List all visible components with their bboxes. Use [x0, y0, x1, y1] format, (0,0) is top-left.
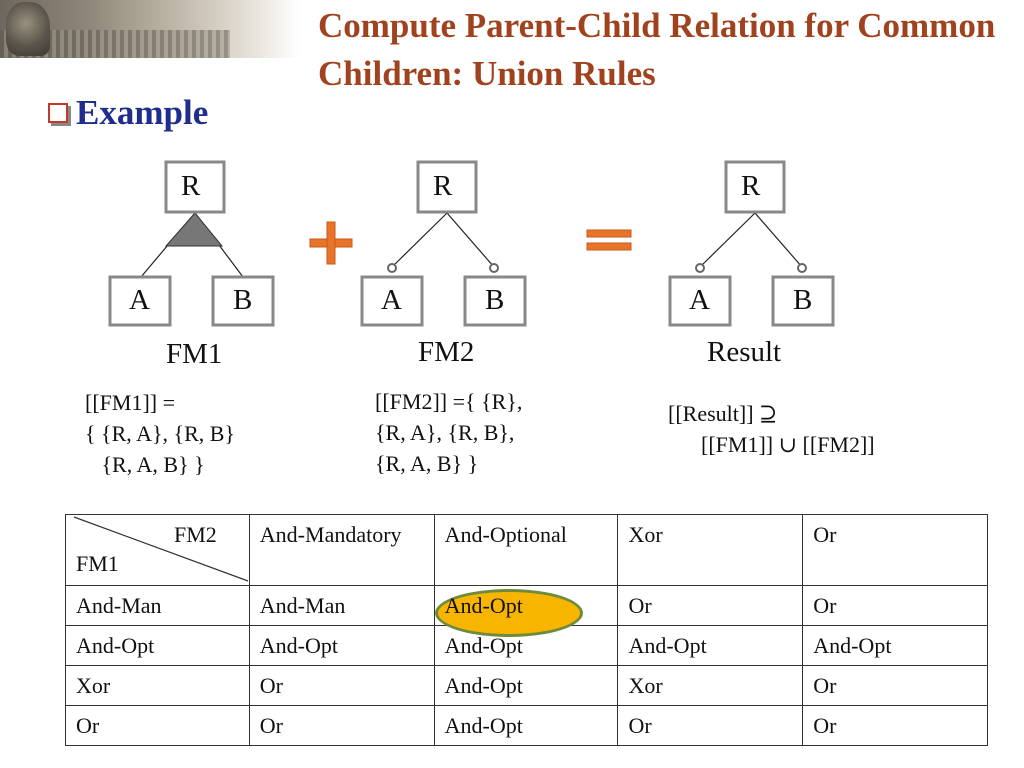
tree-caption: FM2	[418, 336, 475, 368]
node-fm1-root	[164, 160, 226, 214]
union-rules-table: FM2 FM1 And-Mandatory And-Optional Xor O…	[65, 514, 988, 746]
tree-result	[668, 160, 835, 327]
bullet-example: Example	[48, 93, 208, 133]
table-cell: Or	[248, 705, 435, 746]
optional-marker-icon	[695, 263, 705, 273]
corner-row-label: FM1	[76, 551, 119, 576]
header-banner-image	[0, 0, 300, 58]
node-label: R	[181, 170, 201, 202]
bullet-text: Example	[76, 93, 209, 132]
edge-fm2-right	[446, 212, 495, 268]
node-label: A	[689, 284, 710, 316]
optional-marker-icon	[387, 263, 397, 273]
table-cell: Or	[802, 585, 988, 626]
table-cell: And-Opt	[248, 625, 435, 666]
row-header: And-Opt	[65, 625, 250, 666]
checkbox-bullet-icon	[48, 103, 68, 123]
node-result-root	[724, 160, 786, 214]
table-cell: And-Opt	[433, 705, 619, 746]
equals-operator-icon	[586, 229, 632, 251]
node-fm1-b	[211, 275, 275, 327]
corner-col-label: FM2	[174, 522, 217, 547]
edge-fm2-left	[391, 212, 448, 268]
table-header-row: FM2 FM1 And-Mandatory And-Optional Xor O…	[65, 514, 988, 586]
col-header: And-Optional	[433, 514, 619, 586]
col-header: Xor	[617, 514, 804, 586]
formula-fm2: [[FM2]] ={ {R}, {R, A}, {R, B}, {R, A, B…	[375, 389, 523, 476]
row-header: And-Man	[65, 585, 250, 626]
node-label: R	[741, 170, 761, 202]
table-corner-cell: FM2 FM1	[65, 514, 250, 586]
node-result-b	[771, 275, 835, 327]
table-cell: Or	[617, 585, 804, 626]
node-label: B	[485, 284, 505, 316]
tree-caption: Result	[707, 336, 782, 368]
table-cell: And-Opt	[802, 625, 988, 666]
table-row: Or Or And-Opt Or Or	[65, 705, 988, 746]
node-fm2-b	[463, 275, 527, 327]
table-cell: Or	[802, 705, 988, 746]
node-label: R	[433, 170, 453, 202]
table-cell: Or	[617, 705, 804, 746]
node-fm2-a	[360, 275, 424, 327]
table-cell: Or	[248, 665, 435, 706]
highlight-oval	[434, 589, 583, 637]
formula-fm1: [[FM1]] = { {R, A}, {R, B} {R, A, B} }	[85, 390, 235, 477]
table-cell: Or	[802, 665, 988, 706]
table-row: And-Man And-Man And-Opt Or Or	[65, 585, 988, 637]
slide-title: Compute Parent-Child Relation for Common…	[318, 6, 996, 93]
edge-result-left	[699, 212, 756, 268]
diagonal-divider	[73, 516, 249, 582]
node-label: B	[233, 284, 253, 316]
tree-fm2	[360, 160, 527, 327]
formula-result: [[Result]] ⊇ [[FM1]] ∪ [[FM2]]	[668, 401, 875, 457]
node-fm2-root	[416, 160, 478, 214]
node-result-a	[668, 275, 732, 327]
stone-lion-graphic	[6, 2, 50, 56]
table-cell: Xor	[617, 665, 804, 706]
col-header: Or	[802, 514, 988, 586]
optional-marker-icon	[489, 263, 499, 273]
table-cell: And-Man	[248, 585, 435, 626]
table-cell-text: And-Opt	[444, 593, 523, 618]
tree-fm1	[108, 160, 275, 327]
edge-result-right	[754, 212, 803, 268]
node-label: A	[129, 284, 150, 316]
table-row: Xor Or And-Opt Xor Or	[65, 665, 988, 706]
node-fm1-a	[108, 275, 172, 327]
highlighted-cell: And-Opt	[433, 585, 619, 637]
row-header: Xor	[65, 665, 250, 706]
node-label: A	[381, 284, 402, 316]
col-header: And-Mandatory	[248, 514, 435, 586]
feature-model-diagram	[108, 160, 835, 327]
tree-caption: FM1	[166, 338, 223, 370]
table-row: And-Opt And-Opt And-Opt And-Opt And-Opt	[65, 625, 988, 666]
optional-marker-icon	[797, 263, 807, 273]
row-header: Or	[65, 705, 250, 746]
plus-operator-icon	[309, 221, 353, 265]
table-cell: And-Opt	[433, 665, 619, 706]
table-cell: And-Opt	[617, 625, 804, 666]
and-group-arc	[164, 212, 224, 247]
node-label: B	[793, 284, 813, 316]
